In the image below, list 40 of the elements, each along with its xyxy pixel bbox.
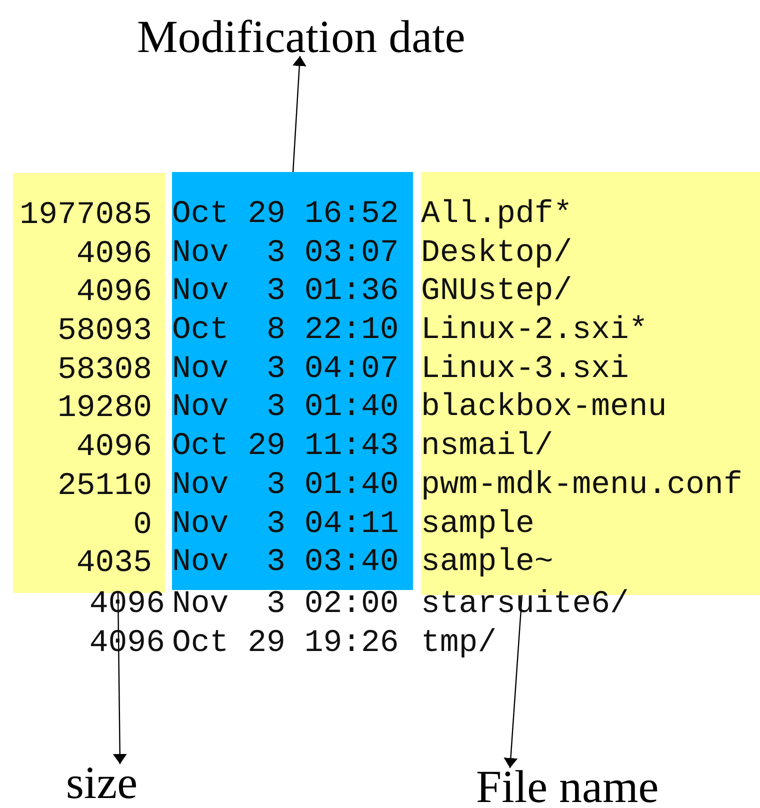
annotation-label: size [66,760,138,806]
listing-entry: Nov 3 01:36 [172,273,399,312]
arrow [506,594,523,768]
listing-entry: 4096 [76,274,152,312]
listing-entry: 58093 [57,313,152,352]
listing-entry: sample [421,506,534,544]
listing-entry: Nov 3 02:00 [172,586,399,624]
listing-entry: Linux-3.sxi [421,350,629,389]
listing-entry: Nov 3 04:07 [172,350,399,389]
listing-entry: Nov 3 03:07 [172,234,399,273]
listing-entry: Linux-2.sxi* [421,312,648,350]
listing-entry: Nov 3 01:40 [172,466,399,505]
listing-entry: pwm-mdk-menu.conf [421,466,742,505]
arrow [292,56,304,172]
listing-entry: 0 [133,506,152,544]
column-highlight [172,172,413,590]
listing-entry: All.pdf* [421,196,572,234]
listing-entry: Nov 3 04:11 [172,506,399,544]
listing-entry: 4035 [76,545,152,584]
annotation-label: Modification date [137,14,466,60]
listing-entry: GNUstep/ [421,273,572,312]
listing-entry: Oct 8 22:10 [172,312,399,350]
listing-entry: Oct 29 16:52 [172,196,399,234]
arrow [114,593,125,764]
listing-entry: tmp/ [421,625,497,663]
listing-entry: nsmail/ [421,428,554,466]
listing-entry: Nov 3 01:40 [172,389,399,428]
listing-entry: sample~ [421,544,554,582]
listing-entry: 4096 [76,236,152,274]
listing-entry: blackbox-menu [421,389,667,428]
listing-entry: 25110 [57,468,152,506]
listing-entry: Desktop/ [421,234,572,273]
listing-entry: 1977085 [20,197,152,235]
listing-entry: Oct 29 19:26 [172,625,399,663]
listing-entry: 58308 [57,352,152,390]
listing-entry: 4096 [76,429,152,468]
listing-entry: 19280 [57,390,152,428]
listing-entry: Nov 3 03:40 [172,544,399,582]
annotation-label: File name [476,764,659,808]
listing-entry: Oct 29 11:43 [172,428,399,466]
